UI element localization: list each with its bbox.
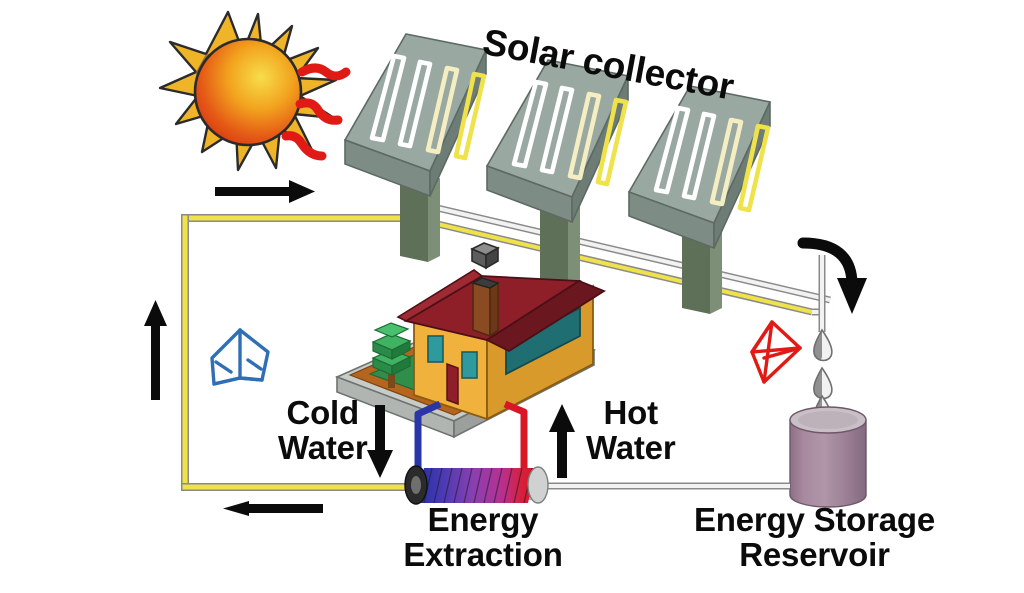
arrow-bottom-left: [223, 501, 323, 516]
arrow-cold-down: [367, 405, 393, 478]
chimney: [471, 277, 500, 338]
energy-storage-reservoir: [789, 406, 867, 508]
panel-supports: [400, 178, 722, 314]
norbornadiene-molecule-icon: [210, 328, 270, 386]
cold-water-label: Cold Water: [278, 394, 368, 466]
charged-fluid-pipe-loop: [181, 214, 420, 491]
energy-storage-reservoir-label: Energy Storage Reservoir: [693, 501, 936, 573]
house-assembly: [334, 242, 606, 439]
arrow-top-right: [215, 180, 315, 203]
heat-exchanger-coil: [416, 467, 536, 504]
droplet: [813, 328, 833, 362]
droplet: [813, 366, 833, 400]
sun-icon: [158, 10, 351, 172]
arrow-left-up: [144, 300, 167, 400]
solar-panel-3: [627, 85, 772, 250]
heat-exchanger-assembly: [404, 400, 549, 505]
solar-panel-array: [343, 33, 772, 314]
quadricyclane-molecule-icon: [750, 320, 802, 384]
arrow-curved-to-reservoir: [797, 237, 867, 314]
hot-water-label: Hot Water: [586, 394, 676, 466]
smoke-puff-icon: [470, 242, 500, 270]
solar-panel-2: [485, 59, 630, 224]
flow-arrows: [144, 180, 867, 516]
energy-extraction-label: Energy Extraction: [403, 501, 563, 573]
discharge-pipe-to-reservoir: [812, 255, 835, 332]
arrow-hot-up: [549, 404, 575, 478]
sun-beams: [281, 63, 351, 161]
tree-icon: [371, 322, 412, 388]
panel-feed-pipes: [411, 199, 831, 316]
solar-panel-1: [343, 33, 488, 198]
